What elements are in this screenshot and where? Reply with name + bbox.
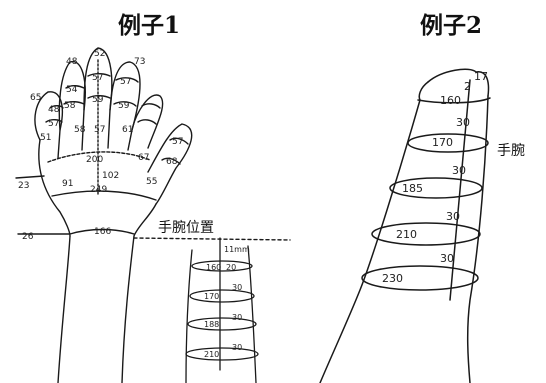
svg-text:210: 210 [204,350,219,359]
svg-text:57: 57 [120,77,131,87]
svg-text:30: 30 [456,116,470,129]
svg-text:200: 200 [86,155,103,165]
svg-text:59: 59 [118,101,130,111]
svg-text:185: 185 [402,182,423,195]
svg-text:17: 17 [474,70,488,83]
svg-text:55: 55 [146,177,157,187]
svg-text:102: 102 [102,171,119,181]
svg-text:160: 160 [440,94,461,107]
svg-text:11mm: 11mm [224,245,250,254]
svg-text:30: 30 [446,210,460,223]
example2-numbers: 17 2 160 170 185 210 230 30 30 30 30 [382,70,488,285]
svg-text:20: 20 [226,263,236,272]
svg-text:61: 61 [122,125,133,135]
svg-text:249: 249 [90,185,107,195]
svg-text:57: 57 [94,125,105,135]
forearm-inset [185,237,259,383]
example1-title: 例子1 [118,12,181,39]
forearm-inset-numbers: 11mm 160 170 188 210 20 30 30 30 [204,245,250,359]
svg-text:73: 73 [134,57,145,67]
svg-text:30: 30 [440,252,454,265]
svg-text:57: 57 [172,137,183,147]
example2-drawing [319,68,491,383]
svg-text:30: 30 [452,164,466,177]
svg-text:52: 52 [94,49,105,59]
svg-text:166: 166 [94,227,111,237]
svg-text:30: 30 [232,343,242,352]
svg-text:48: 48 [48,105,60,115]
wrist-position-label: 手腕位置 [158,220,214,236]
svg-text:160: 160 [206,263,221,272]
svg-text:30: 30 [232,313,242,322]
svg-text:51: 51 [40,133,51,143]
svg-text:230: 230 [382,272,403,285]
example2-title: 例子2 [420,12,483,39]
svg-text:58: 58 [74,125,86,135]
svg-text:188: 188 [204,320,219,329]
svg-text:2: 2 [464,80,471,93]
svg-text:59: 59 [92,95,104,105]
wrist-label: 手腕 [497,143,525,159]
svg-text:68: 68 [166,157,178,167]
svg-text:65: 65 [30,93,41,103]
svg-text:23: 23 [18,181,29,191]
svg-text:57: 57 [48,119,59,129]
svg-text:48: 48 [66,57,78,67]
svg-text:67: 67 [138,153,149,163]
svg-text:58: 58 [64,101,76,111]
hand-numbers: 48 52 73 65 48 54 57 59 57 59 58 57 51 5… [18,49,183,242]
svg-text:26: 26 [22,232,34,242]
svg-text:210: 210 [396,228,417,241]
hand-outline [15,47,291,383]
svg-text:170: 170 [204,292,219,301]
svg-text:91: 91 [62,179,73,189]
svg-text:54: 54 [66,85,78,95]
svg-text:170: 170 [432,136,453,149]
svg-text:57: 57 [92,73,103,83]
svg-text:30: 30 [232,283,242,292]
